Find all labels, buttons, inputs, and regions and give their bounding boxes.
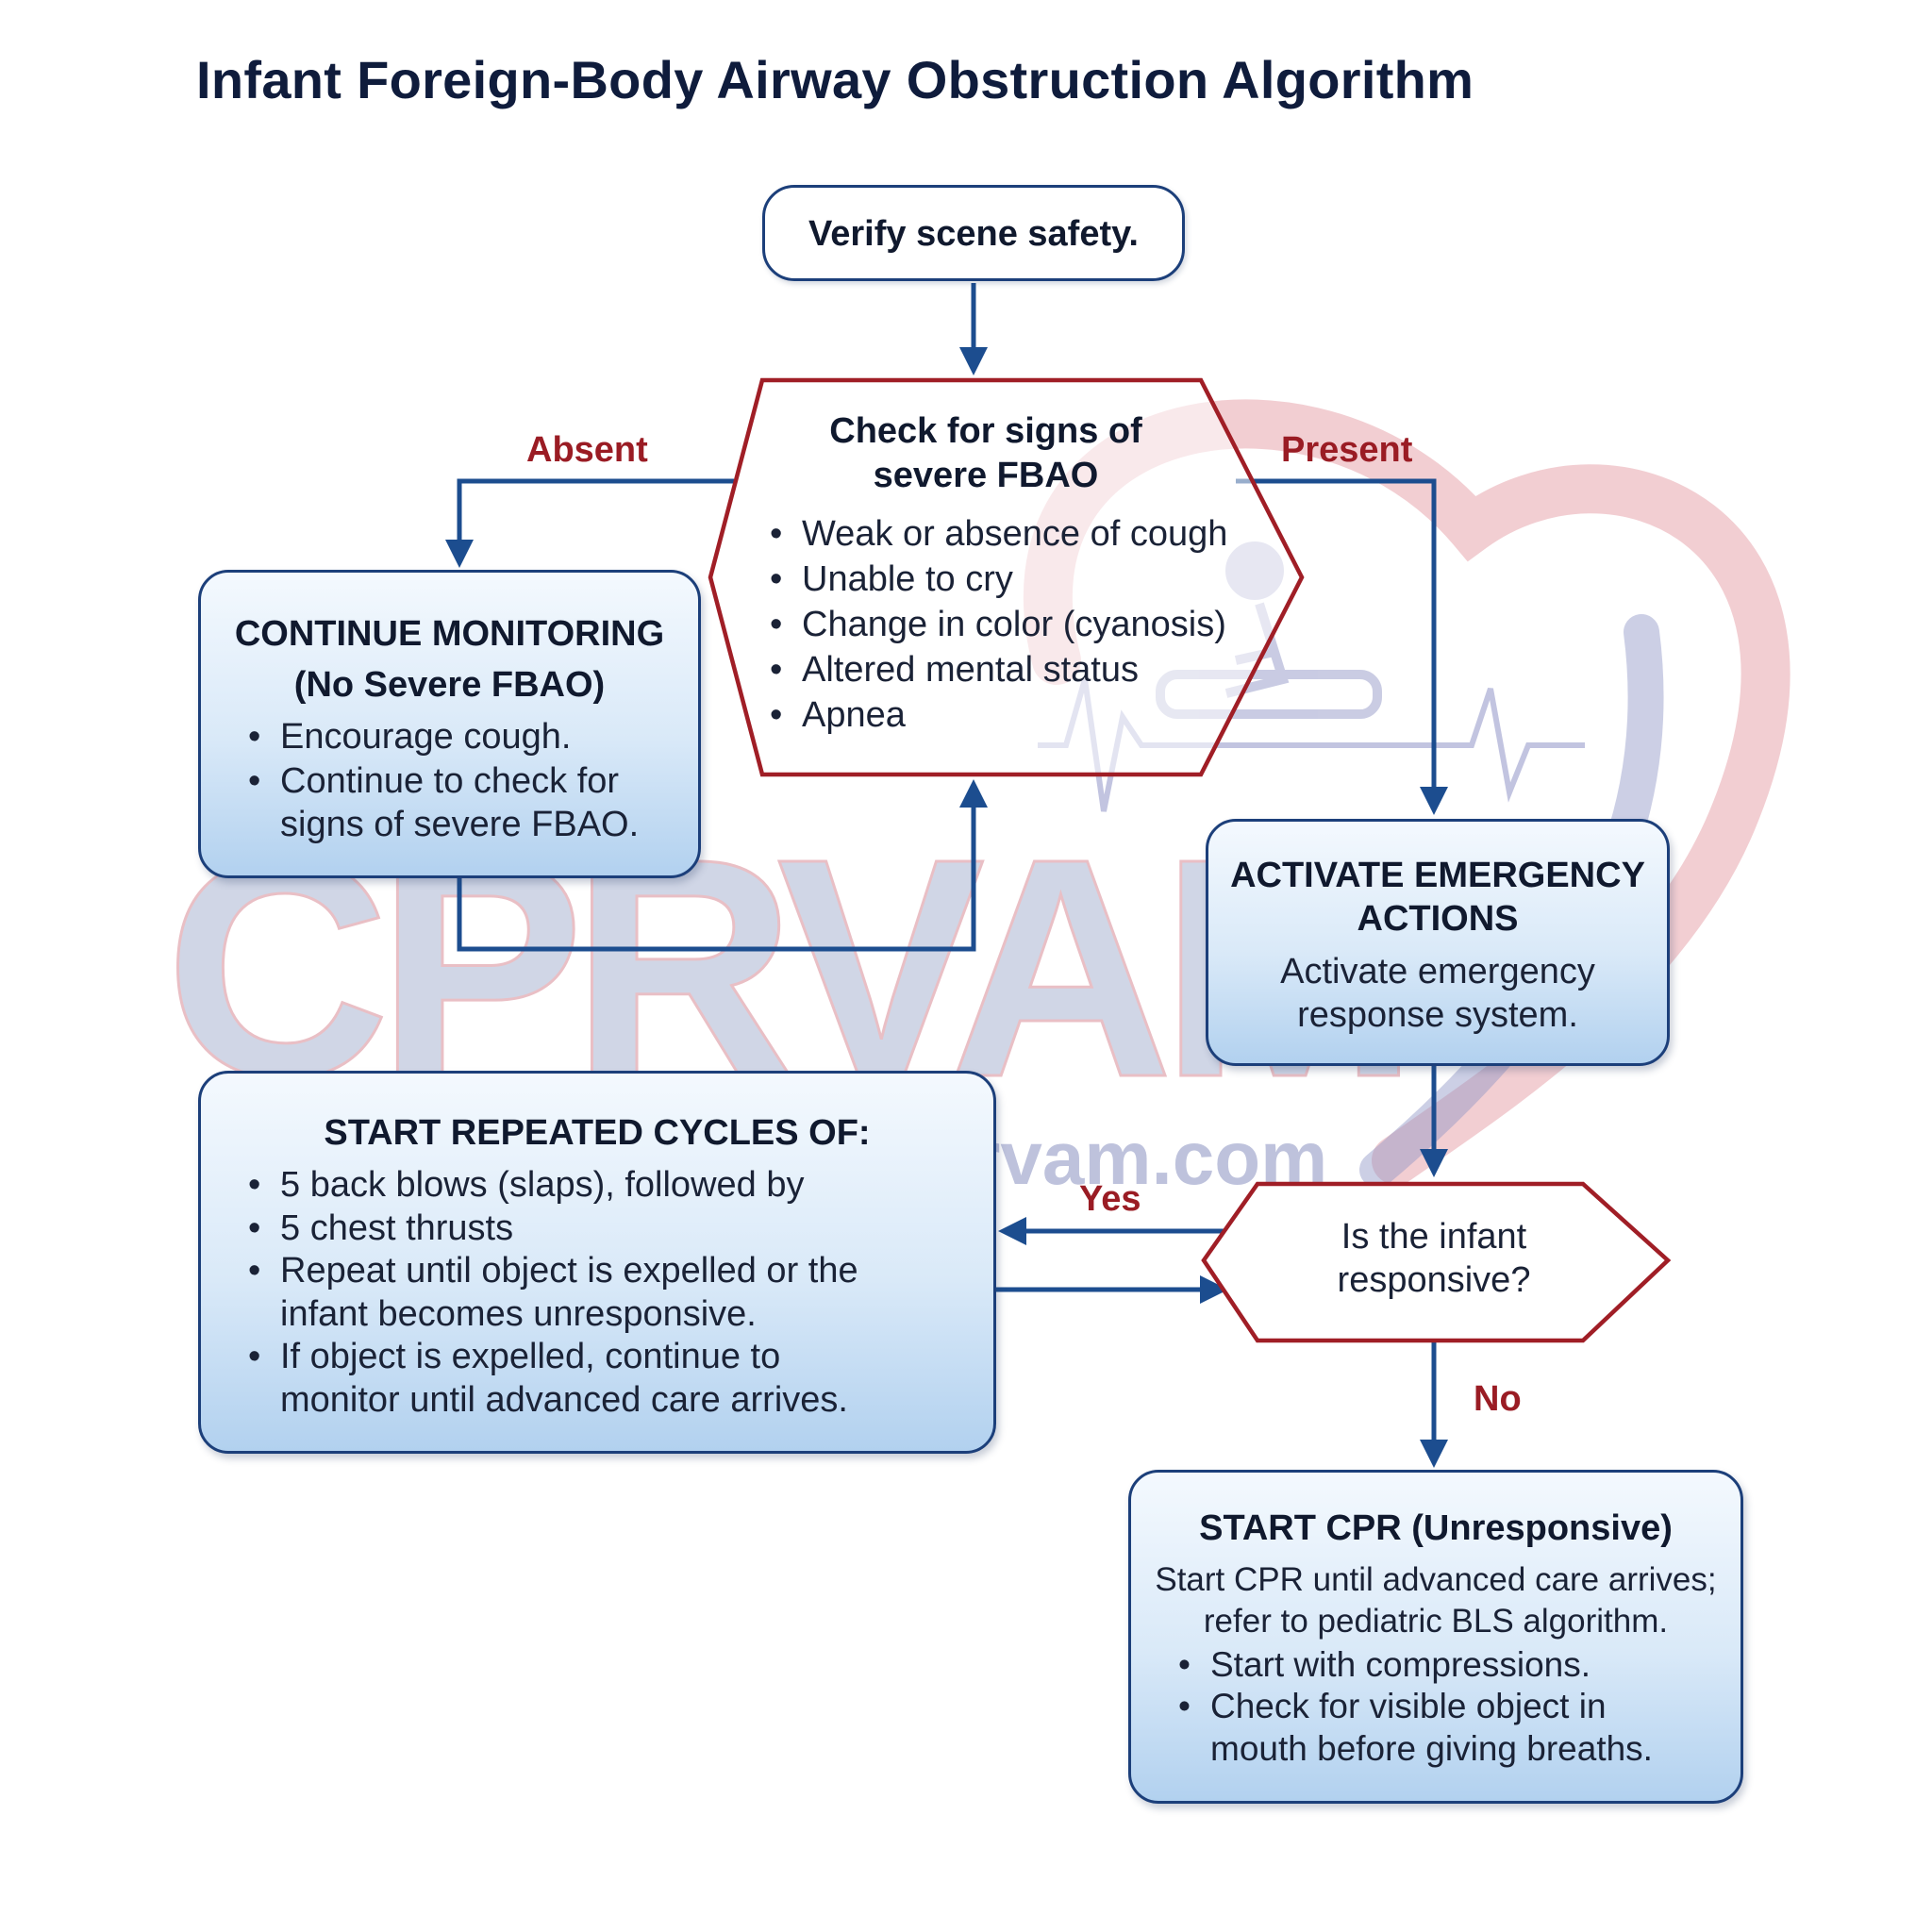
list-item: Altered mental status [764,649,1227,694]
check-signs-title-line1: Check for signs of [829,411,1142,451]
edge-label-no: No [1474,1379,1522,1419]
list-item: Apnea [764,694,1227,740]
list-item: Start with compressions. [1173,1644,1653,1687]
list-item-line: infant becomes unresponsive. [280,1293,757,1334]
responsive-decision-hexagon [1201,1181,1672,1343]
list-item-line: mouth before giving breaths. [1210,1728,1653,1768]
list-item-line: Repeat until object is expelled or the [280,1251,858,1291]
activate-emergency-title-line1: ACTIVATE EMERGENCY [1230,856,1645,895]
repeated-cycles-node: START REPEATED CYCLES OF: 5 back blows (… [198,1071,996,1454]
edge-label-absent: Absent [526,430,648,470]
continue-monitoring-list: Encourage cough. Continue to check for [242,716,619,805]
edge-label-present: Present [1281,430,1413,470]
scene-safety-node: Verify scene safety. [762,185,1185,281]
start-cpr-node: START CPR (Unresponsive) Start CPR until… [1128,1470,1743,1804]
list-item: Encourage cough. [242,716,619,760]
edge-label-yes: Yes [1079,1179,1141,1219]
continue-monitoring-list-continuation: signs of severe FBAO. [280,805,640,844]
start-cpr-list: Start with compressions. Check for visib… [1173,1644,1653,1770]
continue-monitoring-title-line1: CONTINUE MONITORING [234,614,665,654]
repeated-cycles-title: START REPEATED CYCLES OF: [324,1113,871,1153]
list-item: Unable to cry [764,558,1227,604]
responsive-line1: Is the infant [1341,1217,1527,1257]
list-item-line: Check for visible object in [1210,1687,1607,1726]
list-item-line: 5 back blows (slaps), followed by [280,1165,805,1205]
check-signs-title-line2: severe FBAO [873,456,1099,495]
list-item: If object is expelled, continue tomonito… [242,1336,858,1422]
continue-monitoring-title-line2: (No Severe FBAO) [293,665,606,705]
activate-emergency-title-line2: ACTIONS [1357,899,1519,939]
list-item-line: Start with compressions. [1210,1645,1591,1684]
scene-safety-label: Verify scene safety. [808,214,1139,254]
activate-emergency-node: ACTIVATE EMERGENCY ACTIONS Activate emer… [1206,819,1670,1066]
check-signs-list: Weak or absence of cough Unable to cry C… [764,513,1227,740]
list-item: Change in color (cyanosis) [764,604,1227,649]
list-item: Weak or absence of cough [764,513,1227,558]
arrow-absent [445,478,734,568]
list-item: Continue to check for [242,760,619,805]
continue-monitoring-node: CONTINUE MONITORING (No Severe FBAO) Enc… [198,570,701,878]
diagram-title: Infant Foreign-Body Airway Obstruction A… [196,50,1474,109]
list-item: 5 back blows (slaps), followed by [242,1164,858,1208]
activate-emergency-text-line1: Activate emergency [1280,952,1595,991]
arrow-monitor-loop [457,779,988,952]
check-signs-node: Check for signs of severe FBAO Weak or a… [717,406,1302,764]
start-cpr-text-line1: Start CPR until advanced care arrives; [1155,1561,1717,1598]
list-item-line: monitor until advanced care arrives. [280,1379,848,1420]
list-item: 5 chest thrusts [242,1208,858,1251]
start-cpr-text-line2: refer to pediatric BLS algorithm. [1203,1603,1669,1640]
responsive-line2: responsive? [1337,1260,1531,1300]
list-item: Repeat until object is expelled or thein… [242,1250,858,1336]
list-item-line: If object is expelled, continue to [280,1337,781,1377]
repeated-cycles-list: 5 back blows (slaps), followed by 5 ches… [242,1164,858,1423]
list-item-line: 5 chest thrusts [280,1208,514,1248]
responsive-decision-node: Is the infant responsive? [1226,1217,1641,1311]
start-cpr-title: START CPR (Unresponsive) [1199,1508,1673,1548]
activate-emergency-text-line2: response system. [1297,995,1578,1035]
arrow-present [1236,478,1448,815]
